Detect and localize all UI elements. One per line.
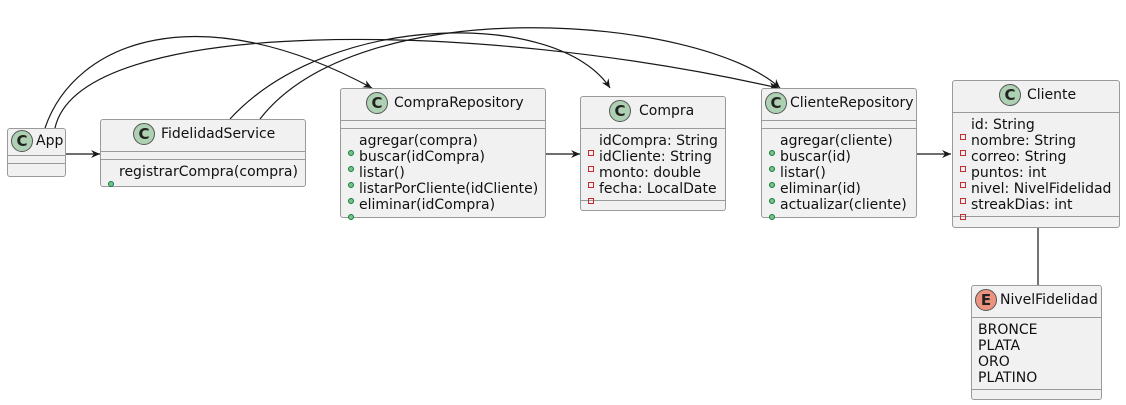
member-text: buscar(idCompra) <box>359 149 485 165</box>
member-text: PLATA <box>978 338 1021 354</box>
class-name: CompraRepository <box>394 95 524 111</box>
class-name: ClienteRepository <box>790 95 914 111</box>
attribute-row: nombre: String <box>953 133 1119 156</box>
class-badge-icon: C <box>133 123 155 145</box>
edge-app-comprarepository <box>44 35 373 129</box>
member-text: nivel: NivelFidelidad <box>971 181 1112 197</box>
attribute-row: correo: String <box>953 149 1119 172</box>
member-text: ORO <box>978 354 1010 370</box>
member-text: nombre: String <box>971 133 1076 149</box>
method-row: buscar(idCompra) <box>341 149 545 172</box>
methods-list: agregar(compra)buscar(idCompra)listar()l… <box>341 129 545 220</box>
member-text: eliminar(id) <box>780 181 861 197</box>
member-text: puntos: int <box>971 165 1047 181</box>
member-text: monto: double <box>599 165 702 181</box>
method-row: listarPorCliente(idCliente) <box>341 181 545 204</box>
method-row: eliminar(id) <box>762 181 916 204</box>
enum-literal: PLATA <box>972 338 1101 354</box>
class-badge-icon: C <box>609 100 631 122</box>
class-cliente-repository[interactable]: C ClienteRepository agregar(cliente)busc… <box>761 88 917 220</box>
member-text: fecha: LocalDate <box>599 181 717 197</box>
member-text: registrarCompra(compra) <box>119 164 298 180</box>
member-text: correo: String <box>971 149 1067 165</box>
member-text: agregar(compra) <box>359 133 478 149</box>
enum-badge-icon: E <box>975 289 997 311</box>
method-row: listar() <box>341 165 545 188</box>
member-text: listarPorCliente(idCliente) <box>359 181 539 197</box>
member-text: idCliente: String <box>599 149 712 165</box>
attribute-row: monto: double <box>581 165 725 188</box>
member-text: listar() <box>359 165 405 181</box>
methods-list: agregar(cliente)buscar(id)listar()elimin… <box>762 129 916 220</box>
class-badge-icon: C <box>366 92 388 114</box>
member-text: idCompra: String <box>599 133 718 149</box>
enum-name: NivelFidelidad <box>1000 292 1098 308</box>
member-text: listar() <box>780 165 826 181</box>
method-row: registrarCompra(compra) <box>101 164 305 187</box>
member-text: BRONCE <box>978 322 1038 338</box>
method-row: agregar(cliente) <box>762 133 916 156</box>
enum-literal: BRONCE <box>972 322 1101 338</box>
method-row: listar() <box>762 165 916 188</box>
class-fidelidad-service[interactable]: C FidelidadService registrarCompra(compr… <box>100 119 306 187</box>
enum-literal: ORO <box>972 354 1101 370</box>
methods-list: registrarCompra(compra) <box>101 160 305 187</box>
class-badge-icon: C <box>11 130 33 152</box>
class-name: FidelidadService <box>161 126 276 142</box>
class-name: Cliente <box>1027 87 1077 103</box>
method-row: buscar(id) <box>762 149 916 172</box>
method-row: agregar(compra) <box>341 133 545 156</box>
attribute-row: fecha: LocalDate <box>581 181 725 204</box>
attribute-row: idCompra: String <box>581 133 725 156</box>
enum-literal: PLATINO <box>972 370 1101 386</box>
class-badge-icon: C <box>765 92 787 114</box>
attribute-row: streakDias: int <box>953 197 1119 220</box>
class-name: App <box>36 133 64 149</box>
member-text: buscar(id) <box>780 149 851 165</box>
member-text: id: String <box>971 117 1035 133</box>
class-compra-repository[interactable]: C CompraRepository agregar(compra)buscar… <box>340 88 546 220</box>
method-row: eliminar(idCompra) <box>341 197 545 220</box>
member-text: streakDias: int <box>971 197 1073 213</box>
member-text: PLATINO <box>978 370 1038 386</box>
class-badge-icon: C <box>999 84 1021 106</box>
method-row: actualizar(cliente) <box>762 197 916 220</box>
attribute-row: idCliente: String <box>581 149 725 172</box>
class-name: Compra <box>639 103 695 119</box>
member-text: eliminar(idCompra) <box>359 197 496 213</box>
attribute-row: puntos: int <box>953 165 1119 188</box>
attribute-row: nivel: NivelFidelidad <box>953 181 1119 204</box>
class-app[interactable]: C App <box>7 128 66 177</box>
attribute-row: id: String <box>953 117 1119 140</box>
member-text: agregar(cliente) <box>780 133 893 149</box>
member-text: actualizar(cliente) <box>780 197 907 213</box>
